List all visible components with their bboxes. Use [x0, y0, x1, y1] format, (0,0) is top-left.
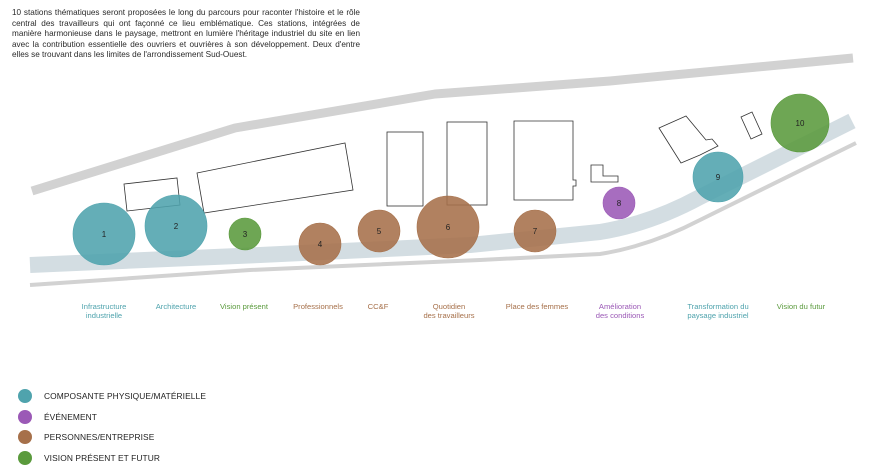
legend-label: VISION PRÉSENT ET FUTUR [44, 452, 160, 463]
station-10-marker [770, 93, 830, 153]
station-9-number: 9 [716, 173, 721, 182]
station-3-number: 3 [243, 230, 248, 239]
station-5-label: CC&F [367, 302, 389, 311]
station-8-marker [602, 186, 636, 220]
legend-item-physical: COMPOSANTE PHYSIQUE/MATÉRIELLE [18, 386, 206, 406]
station-1-label: Infrastructure industrielle [81, 302, 127, 321]
legend-swatch-event [18, 409, 32, 424]
intro-paragraph: 10 stations thématiques seront proposées… [12, 8, 360, 60]
station-8-number: 8 [617, 199, 622, 208]
station-2-marker [144, 194, 208, 258]
station-3-label: Vision présent [220, 302, 268, 311]
building-outline [740, 111, 763, 140]
station-2-label: Architecture [155, 302, 197, 311]
legend-label: PERSONNES/ENTREPRISE [44, 432, 155, 442]
station-4-number: 4 [318, 240, 323, 249]
legend-label: ÉVÉNEMENT [44, 411, 98, 422]
legend-item-people: PERSONNES/ENTREPRISE [18, 427, 206, 447]
legend: COMPOSANTE PHYSIQUE/MATÉRIELLE ÉVÉNEMENT… [18, 386, 206, 468]
station-8-label: Amélioration des conditions [595, 302, 645, 321]
station-10-label: Vision du futur [776, 302, 826, 311]
station-3-marker [228, 217, 262, 251]
legend-swatch-physical [18, 389, 32, 403]
station-7-number: 7 [533, 227, 538, 236]
upper-boundary-road [30, 53, 854, 196]
station-2-number: 2 [174, 222, 179, 231]
building-outline [590, 164, 619, 183]
station-5-number: 5 [377, 227, 382, 236]
central-path [29, 113, 856, 273]
building-outline [658, 115, 719, 164]
station-7-marker [513, 209, 557, 253]
station-6-marker [416, 195, 480, 259]
station-7-label: Place des femmes [505, 302, 569, 311]
station-9-label: Transformation du paysage industriel [687, 302, 749, 321]
lower-boundary-road [29, 141, 857, 287]
station-5-marker [357, 209, 401, 253]
station-4-label: Professionnels [293, 302, 343, 311]
station-6-number: 6 [446, 223, 451, 232]
building-outline [446, 121, 488, 206]
legend-label: COMPOSANTE PHYSIQUE/MATÉRIELLE [44, 391, 207, 401]
station-1-number: 1 [102, 230, 107, 239]
station-9-marker [692, 151, 744, 203]
legend-item-vision: VISION PRÉSENT ET FUTUR [18, 448, 206, 468]
building-outline [513, 120, 577, 201]
station-1-marker [72, 202, 136, 266]
station-6-label: Quotidien des travailleurs [423, 302, 475, 321]
station-10-number: 10 [796, 119, 805, 128]
legend-swatch-people [18, 430, 32, 444]
station-4-marker [298, 222, 342, 266]
legend-item-event: ÉVÉNEMENT [18, 407, 206, 427]
station-markers: 1 2 3 4 5 6 7 8 9 10 [72, 93, 830, 266]
legend-swatch-vision [18, 450, 32, 465]
building-outline [386, 131, 424, 207]
building-outline [196, 142, 354, 214]
